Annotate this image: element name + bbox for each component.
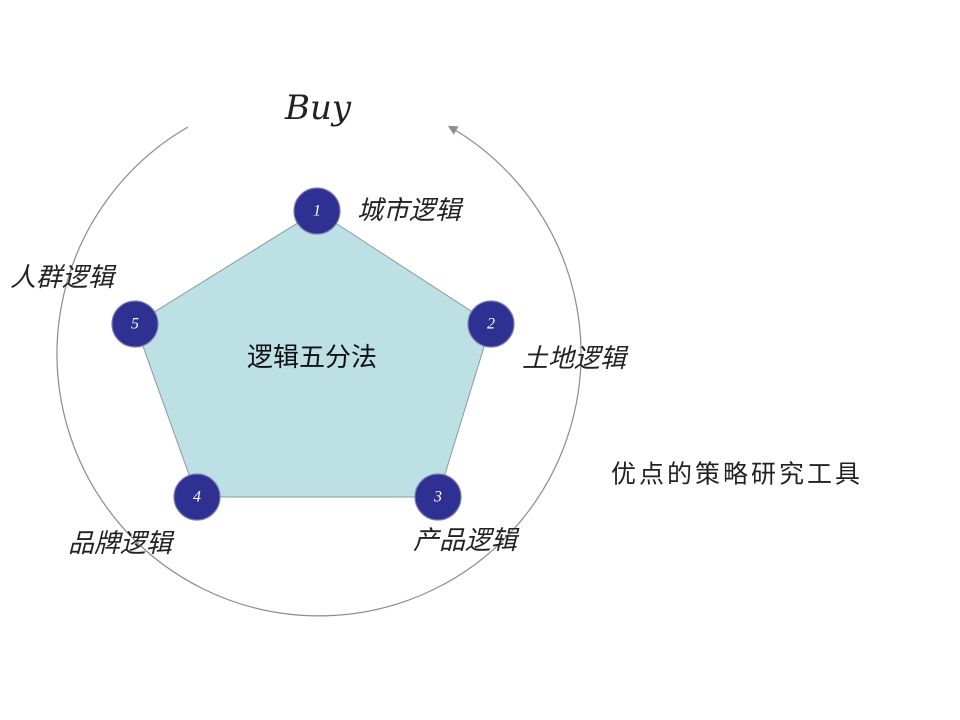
node-circle (414, 473, 462, 521)
node-circle (111, 300, 159, 348)
node-4-label: 品牌逻辑 (68, 529, 175, 559)
node-number: 2 (487, 316, 495, 333)
node-number: 3 (433, 489, 442, 506)
node-2: 2 (467, 300, 515, 348)
center-label: 逻辑五分法 (247, 343, 377, 373)
node-circle (173, 473, 221, 521)
node-3: 3 (414, 473, 462, 521)
node-circle (467, 300, 515, 348)
node-4: 4 (173, 473, 221, 521)
node-1: 1 (293, 187, 341, 235)
node-2-label: 土地逻辑 (522, 344, 629, 374)
node-circle (293, 187, 341, 235)
node-5: 5 (111, 300, 159, 348)
side-note: 优点的策略研究工具 (611, 460, 863, 489)
node-3-label: 产品逻辑 (413, 526, 520, 556)
node-number: 4 (193, 489, 201, 506)
pentagon (134, 210, 492, 498)
node-5-label: 人群逻辑 (10, 263, 117, 293)
node-1-label: 城市逻辑 (357, 196, 464, 226)
circular-arrow-icon (56, 125, 582, 617)
buy-title: Buy (284, 88, 352, 128)
node-number: 1 (313, 203, 321, 220)
node-number: 5 (131, 316, 139, 333)
